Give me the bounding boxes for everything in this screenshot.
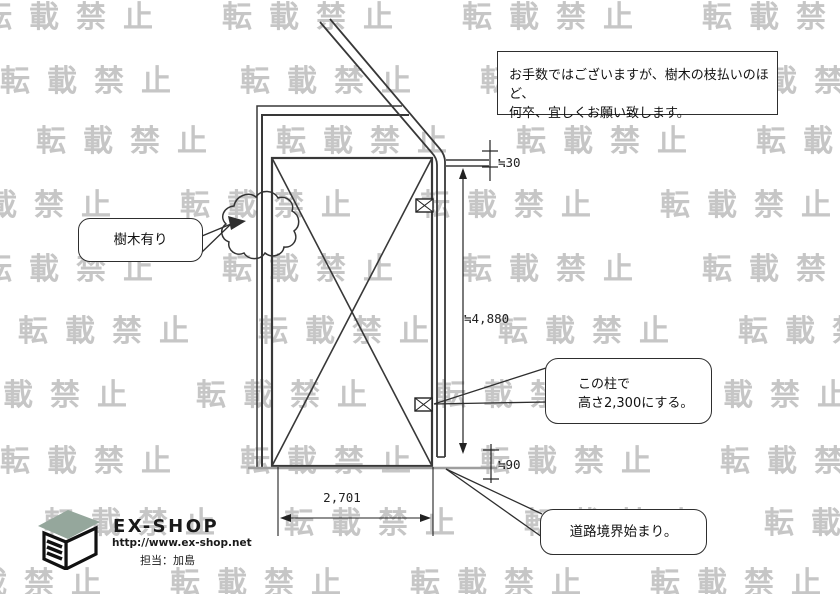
watermark-text: 転載禁止	[702, 0, 840, 35]
watermark-text: 転載禁止	[720, 444, 840, 479]
watermark-text: 転載禁止	[480, 444, 668, 479]
bracket-symbol-top	[415, 198, 434, 213]
contact-person: 担当：加島	[140, 554, 195, 567]
watermark-text: 転載禁止	[0, 0, 170, 35]
boundary-line-inner	[261, 114, 409, 468]
watermark-text: 転載禁止	[180, 188, 368, 223]
watermark-text: 転載禁止	[222, 0, 410, 35]
callout-post: この柱で 高さ2,300にする。	[545, 358, 712, 424]
watermark-text: 転載禁止	[764, 506, 840, 541]
pointer-tree	[201, 216, 246, 253]
callout-tree-label: 樹木有り	[113, 231, 168, 248]
watermark-text: 転載禁止	[258, 314, 446, 349]
callout-post-line-1: この柱で	[578, 377, 631, 392]
pointer-road	[445, 468, 543, 538]
brand-name: EX-SHOP	[113, 516, 220, 537]
watermark-text: 転載禁止	[498, 314, 686, 349]
watermark-text: 転載禁止	[410, 566, 598, 594]
watermark-text: 転載禁止	[36, 124, 224, 159]
callout-post-line-2: 高さ2,300にする。	[578, 396, 694, 411]
watermark-text: 転載禁止	[0, 378, 144, 413]
dimension-width-lines	[277, 467, 434, 536]
watermark-text: 転載禁止	[462, 0, 650, 35]
watermark-text: 転載禁止	[702, 252, 840, 287]
watermark-text: 転載禁止	[196, 378, 384, 413]
callout-tree: 樹木有り	[78, 218, 203, 262]
dimension-height-lines	[459, 168, 467, 454]
slope-post-line-outer	[319, 21, 438, 457]
bracket-symbol-bottom	[414, 397, 433, 412]
watermark-text: 転載禁止	[516, 124, 704, 159]
callout-road: 道路境界始まり。	[540, 509, 707, 555]
watermark-text: 転載禁止	[0, 566, 118, 594]
dimension-bottom-offset: ≒90	[498, 457, 521, 472]
gate-frame	[270, 156, 434, 468]
dimension-width: 2,701	[323, 490, 361, 505]
watermark-text: 転載禁止	[0, 188, 128, 223]
callout-road-label: 道路境界始まり。	[569, 523, 678, 540]
tree-symbol	[221, 190, 300, 260]
dimension-bottom-offset-lines	[483, 444, 499, 483]
brand-url: http://www.ex-shop.net	[112, 537, 252, 549]
ex-shop-box-icon	[38, 510, 100, 570]
watermark-text: 転載禁止	[240, 444, 428, 479]
watermark-text: 転載禁止	[420, 188, 608, 223]
watermark-text: 転載禁止	[756, 124, 840, 159]
watermark-text: 転載禁止	[0, 444, 188, 479]
dimension-top-offset: ≒30	[498, 155, 521, 170]
box-stripes	[46, 539, 63, 561]
watermark-text: 転載禁止	[738, 314, 840, 349]
note-line-2: 何卒、宜しくお願い致します。	[509, 106, 690, 121]
watermark-text: 転載禁止	[276, 124, 464, 159]
watermark-text: 転載禁止	[462, 252, 650, 287]
watermark-text: 転載禁止	[284, 506, 472, 541]
dimension-height: ≒4,880	[464, 311, 510, 326]
dimension-top-offset-lines	[482, 140, 498, 181]
watermark-text: 転載禁止	[650, 566, 838, 594]
slope-post-line-inner	[329, 18, 446, 457]
watermark-text: 転載禁止	[18, 314, 206, 349]
watermark-text: 転載禁止	[0, 64, 188, 99]
pointer-post	[433, 367, 547, 405]
watermark-text: 転載禁止	[660, 188, 840, 223]
note-line-1: お手数ではございますが、樹木の枝払いのほど、	[509, 68, 769, 102]
watermark-text: 転載禁止	[170, 566, 358, 594]
boundary-line-outer	[256, 105, 402, 468]
box-lid	[38, 510, 100, 539]
note-box: お手数ではございますが、樹木の枝払いのほど、 何卒、宜しくお願い致します。	[497, 51, 778, 121]
gate-brace-2	[271, 157, 433, 467]
